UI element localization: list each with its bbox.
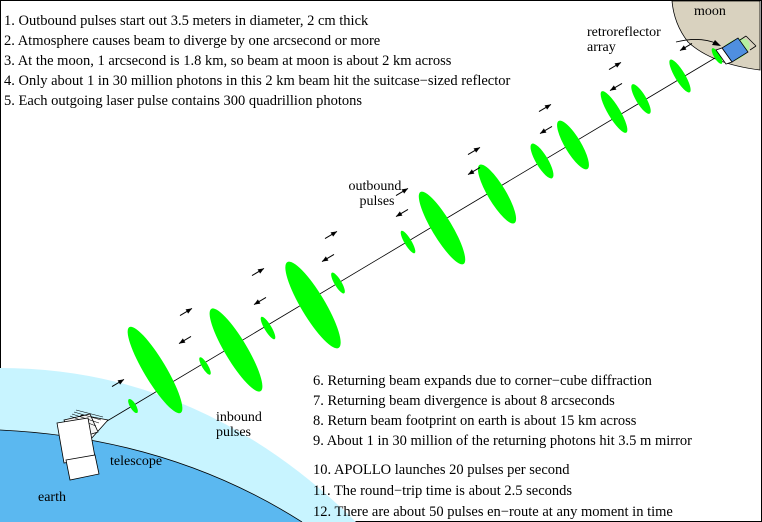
laser-pulse-ellipse: [331, 272, 345, 294]
laser-pulse-ellipse: [600, 91, 628, 133]
arrow-group: [111, 42, 693, 388]
retroreflector-icon: [715, 35, 757, 65]
arrowhead-icon: [253, 299, 261, 305]
arrowhead-icon: [178, 338, 186, 344]
arrowhead-icon: [321, 256, 329, 262]
note-4: 4. Only about 1 in 30 million photons in…: [4, 73, 511, 89]
laser-pulse-ellipse: [127, 326, 183, 414]
note-10: 10. APOLLO launches 20 pulses per second: [313, 462, 570, 478]
inbound-label-line2: pulses: [216, 425, 251, 440]
earth-label: earth: [38, 490, 66, 505]
arrowhead-icon: [257, 268, 265, 274]
note-7: 7. Returning beam divergence is about 8 …: [313, 393, 615, 409]
retroreflector-label-line1: retroreflector: [587, 25, 661, 40]
arrowhead-icon: [185, 308, 193, 314]
laser-pulse-ellipse: [477, 164, 517, 224]
earth-horizon-line: [0, 429, 303, 522]
note-11: 11. The round−trip time is about 2.5 sec…: [313, 483, 573, 499]
note-1: 1. Outbound pulses start out 3.5 meters …: [4, 13, 369, 29]
laser-pulse-ellipse: [711, 48, 723, 64]
arrowhead-icon: [539, 128, 547, 134]
retroreflector-leader-arrowhead: [712, 40, 721, 46]
outbound-label-line2: pulses: [359, 194, 395, 209]
note-5: 5. Each outgoing laser pulse contains 30…: [4, 93, 363, 109]
note-2: 2. Atmosphere causes beam to diverge by …: [4, 33, 381, 49]
note-6: 6. Returning beam expands due to corner−…: [313, 373, 652, 389]
laser-pulse-ellipse: [557, 120, 589, 170]
note-9: 9. About 1 in 30 million of the returnin…: [313, 433, 692, 449]
laser-pulse-ellipse: [669, 59, 691, 93]
laser-pulse-ellipse: [285, 261, 341, 349]
inbound-label-line1: inbound: [216, 410, 262, 425]
outbound-label-line1: outbound: [348, 179, 402, 194]
arrowhead-icon: [395, 211, 403, 217]
laser-pulse-ellipse: [418, 191, 466, 265]
laser-pulse-ellipse: [260, 316, 276, 340]
arrowhead-icon: [117, 379, 125, 385]
note-8: 8. Return beam footprint on earth is abo…: [313, 413, 637, 429]
arrowhead-icon: [467, 169, 475, 175]
note-3: 3. At the moon, 1 arcsecond is 1.8 km, s…: [4, 53, 452, 69]
arrowhead-icon: [330, 231, 338, 237]
arrowhead-icon: [614, 62, 622, 68]
laser-pulse-ellipse: [128, 398, 138, 414]
laser-pulse-ellipse: [209, 308, 263, 392]
arrowhead-icon: [679, 45, 687, 51]
telescope-icon: [56, 409, 109, 481]
pulse-group: [127, 48, 723, 414]
laser-pulse-ellipse: [400, 230, 416, 254]
arrowhead-icon: [609, 85, 617, 91]
arrowhead-icon: [544, 104, 552, 110]
arrowhead-icon: [401, 188, 409, 194]
laser-pulse-ellipse: [199, 357, 211, 375]
note-12: 12. There are about 50 pulses en−route a…: [313, 504, 673, 520]
telescope-label: telescope: [110, 454, 163, 469]
retroreflector-label-line2: array: [587, 40, 616, 55]
arrowhead-icon: [473, 147, 481, 153]
moon-label: moon: [694, 4, 726, 19]
laser-pulse-ellipse: [530, 143, 554, 179]
laser-pulse-ellipse: [631, 84, 651, 114]
